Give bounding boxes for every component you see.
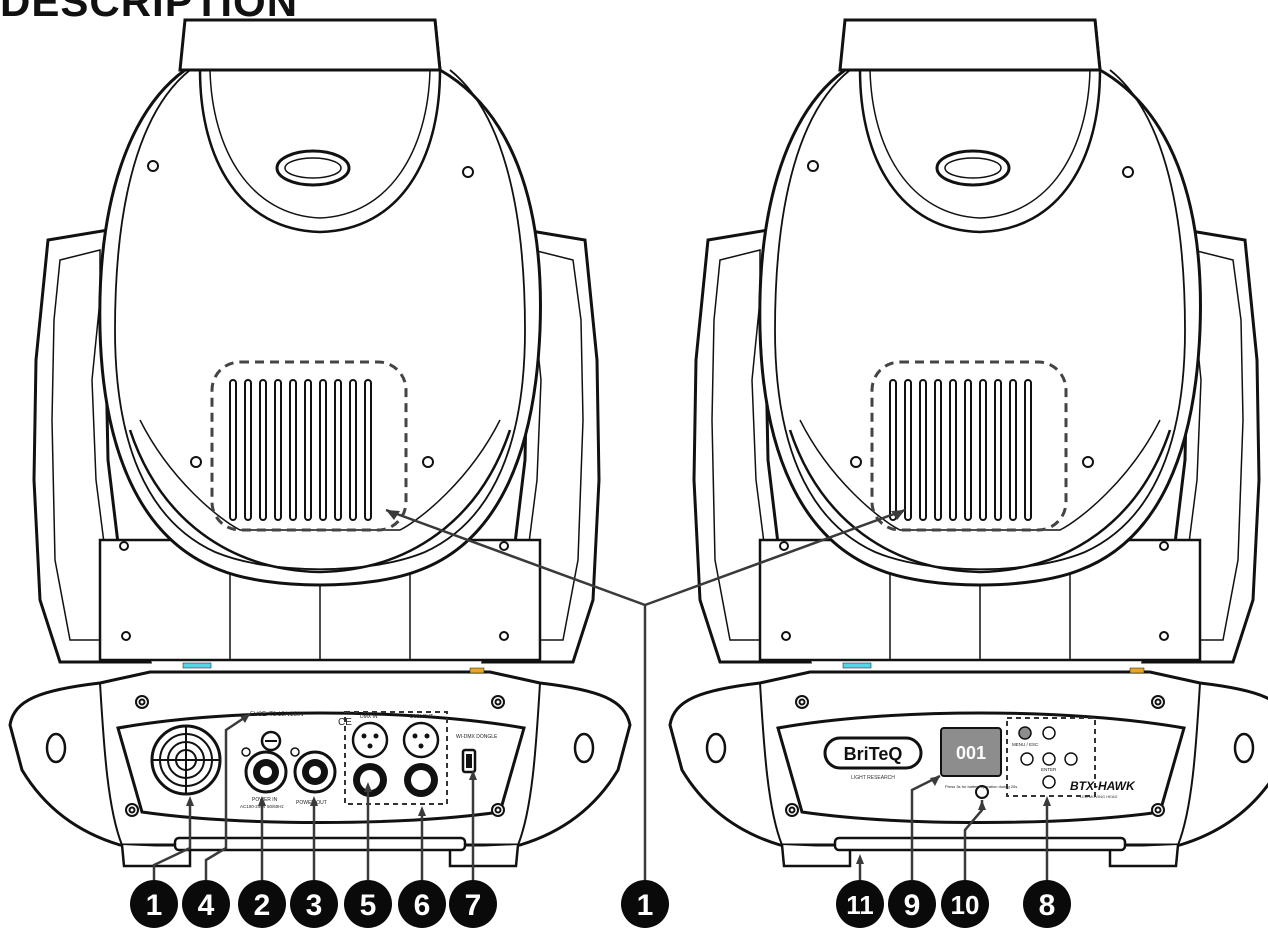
fuse-label: FUSE: T3.15A/250V bbox=[250, 712, 304, 718]
callout-10: 10 bbox=[941, 880, 989, 928]
model-name: BTX-HAWK LED MOVING HEAD bbox=[1070, 779, 1136, 799]
logo-text: BriTeQ bbox=[844, 744, 903, 764]
svg-text:11: 11 bbox=[846, 890, 874, 920]
callout-4: 4 bbox=[182, 880, 230, 928]
callout-8: 8 bbox=[1023, 880, 1071, 928]
briteq-logo: BriTeQ LIGHT RESEARCH bbox=[823, 736, 923, 781]
dmx-in-label: DMX IN bbox=[360, 714, 378, 720]
logo-tagline: LIGHT RESEARCH bbox=[851, 775, 895, 781]
svg-text:10: 10 bbox=[951, 890, 980, 920]
model-sub-label: LED MOVING HEAD bbox=[1080, 794, 1117, 799]
svg-text:8: 8 bbox=[1039, 889, 1056, 922]
callout-1-middle: 1 bbox=[621, 880, 669, 928]
ce-label: CE bbox=[338, 717, 352, 728]
fuse-holder: FUSE: T3.15A/250V bbox=[250, 712, 304, 752]
svg-text:9: 9 bbox=[904, 889, 921, 922]
lcd-display: 001 bbox=[940, 727, 1002, 777]
callout-5: 5 bbox=[344, 880, 392, 928]
callout-3: 3 bbox=[290, 880, 338, 928]
svg-text:3: 3 bbox=[306, 889, 323, 922]
display-value: 001 bbox=[956, 743, 986, 763]
enter-label: ENTER bbox=[1041, 767, 1057, 772]
svg-text:1: 1 bbox=[637, 889, 654, 922]
callout-2: 2 bbox=[238, 880, 286, 928]
leader-lines bbox=[152, 508, 1049, 880]
ce-mark: CE bbox=[338, 717, 352, 728]
right-moving-head bbox=[692, 18, 1261, 664]
wdmx-dongle-port: WI-DMX DONGLE bbox=[456, 734, 498, 774]
power-out-socket: POWER OUT bbox=[290, 747, 337, 806]
callout-6: 6 bbox=[398, 880, 446, 928]
svg-text:4: 4 bbox=[198, 889, 215, 922]
model-label: BTX-HAWK bbox=[1070, 779, 1136, 793]
control-buttons: MENU / ESC ENTER bbox=[1006, 717, 1096, 797]
svg-text:6: 6 bbox=[414, 889, 431, 922]
callout-9: 9 bbox=[888, 880, 936, 928]
callout-7: 7 bbox=[449, 880, 497, 928]
menu-label: MENU / ESC bbox=[1012, 742, 1039, 747]
fan-grille bbox=[150, 724, 222, 796]
battery-button: Press 3s for battery operation during 20… bbox=[945, 784, 1017, 799]
leader-arrowheads bbox=[186, 510, 1051, 864]
svg-text:2: 2 bbox=[254, 889, 271, 922]
svg-text:5: 5 bbox=[360, 889, 377, 922]
left-moving-head bbox=[32, 18, 601, 664]
power-in-label: POWER IN bbox=[252, 797, 278, 803]
svg-text:1: 1 bbox=[146, 889, 163, 922]
callout-11: 11 bbox=[836, 880, 884, 928]
wdmx-label: WI-DMX DONGLE bbox=[456, 734, 498, 740]
dmx-out-label: DMX OUT bbox=[410, 714, 433, 720]
svg-text:7: 7 bbox=[465, 889, 482, 922]
battery-note: Press 3s for battery operation during 20… bbox=[945, 784, 1017, 789]
dmx-connectors: DMX IN DMX OUT bbox=[344, 711, 448, 805]
callout-1-left: 1 bbox=[130, 880, 178, 928]
